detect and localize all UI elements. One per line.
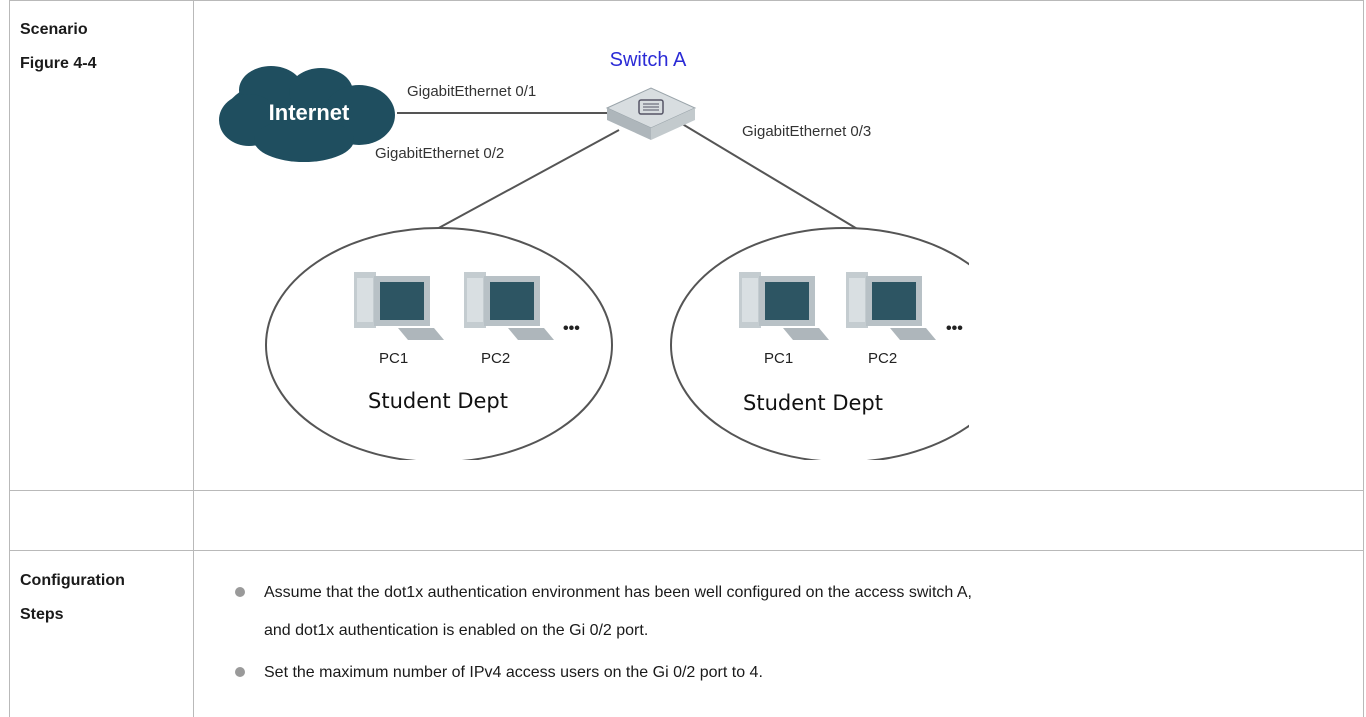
table-border-right (1363, 0, 1364, 717)
left-more-ellipsis: ••• (563, 320, 580, 337)
table-column-divider (193, 0, 194, 717)
left-pc2-label: PC2 (481, 350, 510, 367)
step-bullet-2 (235, 667, 245, 677)
right-pc1-label: PC1 (764, 350, 793, 367)
left-dept-label: Student Dept (368, 389, 508, 413)
table-border-top (9, 0, 1364, 1)
left-pc1-icon (354, 272, 444, 340)
right-pc2-icon (846, 272, 936, 340)
port-label-0-2: GigabitEthernet 0/2 (375, 145, 504, 162)
network-topology-diagram: Internet Switch A GigabitEthernet 0/1 Gi… (219, 49, 969, 460)
internet-label: Internet (269, 100, 350, 125)
port-label-0-1: GigabitEthernet 0/1 (407, 83, 536, 100)
link-switch-left-group (434, 129, 620, 231)
scenario-label: Scenario (20, 21, 88, 38)
row-divider-2 (9, 550, 1364, 551)
internet-cloud-icon (219, 66, 395, 162)
port-label-0-3: GigabitEthernet 0/3 (742, 123, 871, 140)
step-1-line-2: and dot1x authentication is enabled on t… (264, 622, 649, 639)
left-pc2-icon (464, 272, 554, 340)
step-2-line-1: Set the maximum number of IPv4 access us… (264, 664, 763, 681)
scenario-table: Scenario Figure 4-4 Configuration Steps … (9, 0, 1364, 717)
row-divider-1 (9, 490, 1364, 491)
figure-label: Figure 4-4 (20, 55, 97, 72)
step-bullet-1 (235, 587, 245, 597)
right-dept-label: Student Dept (743, 391, 883, 415)
switch-icon (605, 87, 697, 140)
right-more-ellipsis: ••• (946, 320, 963, 337)
left-group-ellipse (265, 227, 613, 460)
steps-label: Steps (20, 606, 64, 623)
switch-a-label: Switch A (610, 49, 687, 71)
right-group-ellipse (670, 227, 969, 460)
right-pc1-icon (739, 272, 829, 340)
configuration-label: Configuration (20, 572, 125, 589)
left-pc1-label: PC1 (379, 350, 408, 367)
step-1-line-1: Assume that the dot1x authentication env… (264, 584, 972, 601)
right-pc2-label: PC2 (868, 350, 897, 367)
link-switch-right-group (678, 121, 860, 231)
table-border-left (9, 0, 10, 717)
